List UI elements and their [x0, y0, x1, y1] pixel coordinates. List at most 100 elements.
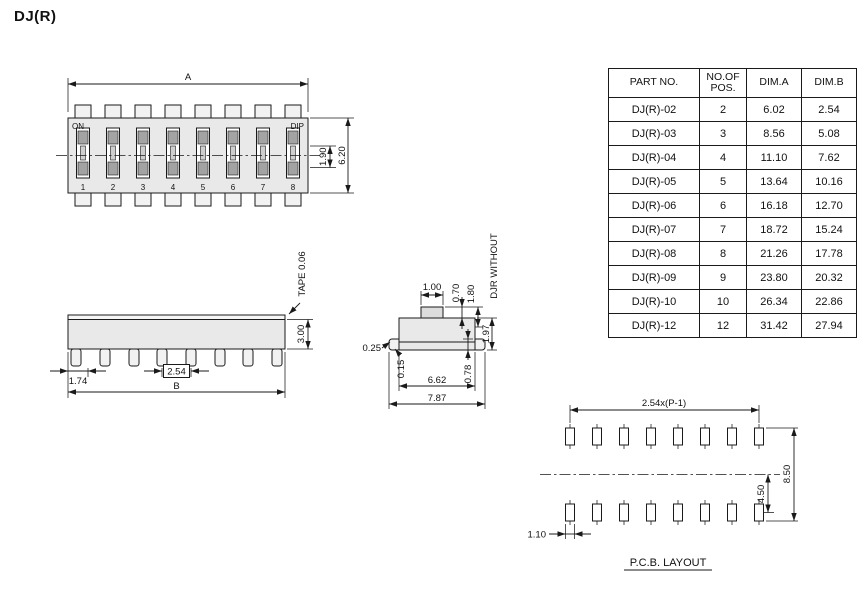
cell-part: DJ(R)-07	[608, 217, 700, 242]
col-header-pos: NO.OF POS.	[699, 68, 747, 98]
dim-label-b: B	[173, 381, 179, 392]
cell-part: DJ(R)-12	[608, 313, 700, 338]
table-row: DJ(R)-07 7 18.72 15.24	[608, 217, 857, 242]
dim-1-00: 1.00	[420, 282, 444, 305]
cell-part: DJ(R)-10	[608, 289, 700, 314]
col-header-pos-line1: NO.OF	[706, 70, 740, 83]
spec-table: PART NO. NO.OF POS. DIM.A DIM.B DJ(R)-02…	[608, 68, 857, 338]
dim-label-1-00: 1.00	[423, 282, 442, 293]
col-header-dim-b: DIM.B	[801, 68, 857, 98]
position-number: 2	[111, 183, 116, 192]
dim-label-6-20: 6.20	[337, 146, 348, 165]
switch-body-end-view	[398, 317, 476, 351]
table-header-row: PART NO. NO.OF POS. DIM.A DIM.B	[608, 68, 857, 98]
cell-pos: 7	[699, 217, 747, 242]
cell-dim-b: 12.70	[801, 193, 857, 218]
cell-pos: 6	[699, 193, 747, 218]
tape-layer	[67, 314, 286, 320]
cell-dim-a: 8.56	[746, 121, 802, 146]
dim-6-20: 6.20	[310, 117, 354, 194]
tape-callout: TAPE 0.06	[288, 251, 308, 315]
switch-body-side-view	[67, 319, 286, 350]
cell-pos: 10	[699, 289, 747, 314]
pcb-layout-caption: P.C.B. LAYOUT	[630, 557, 707, 569]
dim-label-0-15: 0.15	[396, 360, 407, 379]
cell-part: DJ(R)-08	[608, 241, 700, 266]
dim-3-00: 3.00	[287, 319, 313, 350]
col-header-pos-line2: POS.	[710, 82, 736, 94]
dim-label-0-78: 0.78	[463, 365, 474, 384]
cell-dim-b: 15.24	[801, 217, 857, 242]
dim-label-0-70: 0.70	[451, 284, 462, 303]
cell-dim-a: 6.02	[746, 97, 802, 122]
dim-6-62: 6.62	[398, 352, 476, 391]
position-number: 6	[231, 183, 236, 192]
table-row: DJ(R)-05 5 13.64 10.16	[608, 169, 857, 194]
table-row: DJ(R)-03 3 8.56 5.08	[608, 121, 857, 146]
dim-label-a: A	[185, 72, 192, 83]
position-number: 7	[261, 183, 266, 192]
pins-side-view	[70, 348, 283, 367]
dim-label-6-62: 6.62	[428, 375, 447, 386]
djr-without-note: DJR WITHOUT	[489, 233, 500, 299]
cell-dim-b: 7.62	[801, 145, 857, 170]
dim-pitch: 2.54x(P-1)	[569, 398, 760, 423]
dim-7-87: 7.87	[388, 352, 486, 409]
dim-1-80: 1.80	[466, 285, 483, 328]
dim-4-50: 4.50	[756, 474, 774, 513]
cell-dim-a: 26.34	[746, 289, 802, 314]
position-number: 5	[201, 183, 206, 192]
top-view: A ON DIP 1 2 3 4 5 6 7 8	[56, 72, 354, 207]
cell-pos: 5	[699, 169, 747, 194]
cell-dim-a: 23.80	[746, 265, 802, 290]
dim-2-54: 2.54	[144, 364, 209, 378]
cell-dim-a: 16.18	[746, 193, 802, 218]
cell-part: DJ(R)-05	[608, 169, 700, 194]
dim-label-4-50: 4.50	[756, 485, 767, 504]
dim-label-1-74: 1.74	[69, 376, 88, 387]
side-view: 1.74 2.54 B TAPE 0.06	[50, 251, 313, 398]
dim-label-1-97: 1.97	[481, 325, 492, 344]
cell-dim-a: 18.72	[746, 217, 802, 242]
dim-a: A	[67, 72, 309, 112]
dim-8-50: 8.50	[766, 427, 798, 522]
cell-part: DJ(R)-02	[608, 97, 700, 122]
col-header-dim-a: DIM.A	[746, 68, 802, 98]
table-row: DJ(R)-02 2 6.02 2.54	[608, 97, 857, 122]
cell-pos: 4	[699, 145, 747, 170]
position-number: 4	[171, 183, 176, 192]
cell-dim-b: 2.54	[801, 97, 857, 122]
pcb-layout: 2.54x(P-1) 4.50 8.50 1.10 P	[528, 398, 798, 571]
cell-pos: 3	[699, 121, 747, 146]
dim-1-10: 1.10	[528, 524, 591, 541]
cell-pos: 2	[699, 97, 747, 122]
dim-label-3-00: 3.00	[296, 325, 307, 344]
dim-0-78: 0.78	[463, 329, 474, 383]
on-label: ON	[72, 122, 84, 131]
cell-dim-b: 20.32	[801, 265, 857, 290]
drawing-title: DJ(R)	[14, 8, 57, 25]
dim-label-0-25: 0.25	[363, 343, 382, 354]
cell-part: DJ(R)-03	[608, 121, 700, 146]
end-view: 1.00 0.70 1.80 DJR WITHOUT 1.97	[363, 233, 500, 409]
tape-label: TAPE 0.06	[297, 251, 308, 296]
dim-label-1-90: 1.90	[318, 147, 329, 166]
cell-part: DJ(R)-06	[608, 193, 700, 218]
position-number: 1	[81, 183, 86, 192]
dim-label-8-50: 8.50	[782, 465, 793, 484]
table-row: DJ(R)-04 4 11.10 7.62	[608, 145, 857, 170]
cell-part: DJ(R)-04	[608, 145, 700, 170]
cell-dim-b: 10.16	[801, 169, 857, 194]
dim-0-25: 0.25	[363, 341, 391, 354]
cell-dim-b: 5.08	[801, 121, 857, 146]
dim-1-90: 1.90	[310, 145, 336, 168]
dim-label-pitch: 2.54x(P-1)	[642, 398, 686, 409]
dim-label-1-80: 1.80	[466, 285, 477, 304]
dim-label-7-87: 7.87	[428, 393, 447, 404]
cell-dim-a: 13.64	[746, 169, 802, 194]
position-number: 8	[291, 183, 296, 192]
position-number: 3	[141, 183, 146, 192]
cell-pos: 8	[699, 241, 747, 266]
